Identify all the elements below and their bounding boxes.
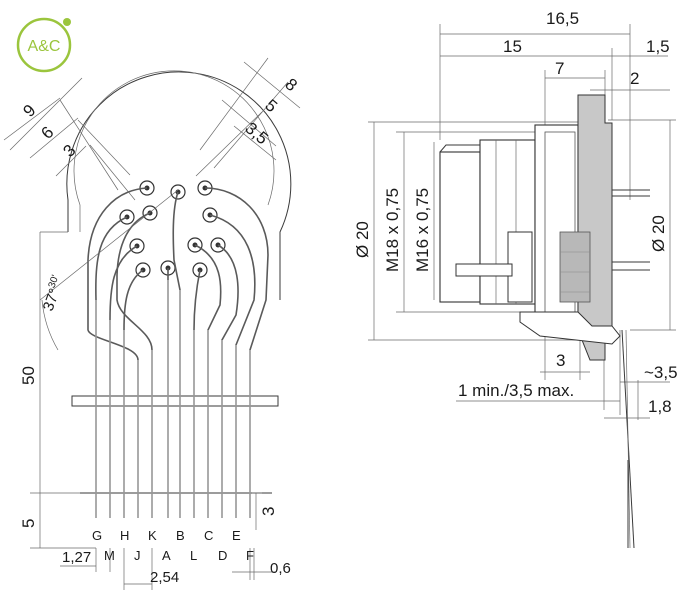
dim-label-9: 9 bbox=[19, 101, 39, 121]
ext-line bbox=[9, 77, 83, 151]
pin-lead bbox=[204, 187, 269, 518]
pin-lead bbox=[172, 191, 181, 518]
logo-ring bbox=[16, 17, 72, 73]
dim-label-127: 1,27 bbox=[62, 549, 91, 566]
dim-label-3: 3 bbox=[59, 141, 79, 161]
dim-label-50: 50 bbox=[19, 366, 38, 385]
pin-lead bbox=[87, 187, 148, 518]
pin-contacts bbox=[119, 180, 226, 278]
front-view: 9 6 3 8 5 3,5 37°30' 50 5 3 1,27 2,54 0,… bbox=[3, 57, 301, 590]
dim-label-7: 7 bbox=[555, 59, 564, 78]
pin-letters-top: G H K B C E bbox=[92, 528, 241, 543]
dim-line-9 bbox=[3, 97, 61, 141]
pin-letter: C bbox=[204, 528, 213, 543]
side-dimension-labels: 16,5 15 1,5 7 2 Ø 20 M18 x 0,75 M16 x 0,… bbox=[353, 9, 678, 416]
dim-label-m16: M16 x 0,75 bbox=[413, 188, 432, 272]
pin-lead bbox=[194, 244, 222, 518]
dim-line-8 bbox=[243, 61, 301, 109]
front-nose bbox=[439, 151, 481, 303]
dim-line-35 bbox=[233, 125, 277, 161]
insulator-hatch bbox=[559, 231, 591, 303]
angle-arc bbox=[41, 299, 59, 351]
ac-logo: A&C bbox=[16, 17, 72, 73]
dim-label-35: 3,5 bbox=[241, 119, 271, 149]
side-view: 16,5 15 1,5 7 2 Ø 20 M18 x 0,75 M16 x 0,… bbox=[353, 9, 678, 549]
dim-label-18: 1,8 bbox=[648, 397, 672, 416]
bottom-nut bbox=[519, 311, 621, 345]
pin-letter: B bbox=[176, 528, 185, 543]
dim-label-5: 5 bbox=[261, 96, 280, 117]
dim-label-2: 2 bbox=[630, 69, 639, 88]
pin-letters-bottom: M J A L D F bbox=[104, 548, 254, 563]
ext-line bbox=[195, 111, 263, 177]
pin-letter: E bbox=[232, 528, 241, 543]
dim-label-3-side: 3 bbox=[556, 351, 565, 370]
pin-lead bbox=[109, 245, 138, 518]
angle-line bbox=[39, 189, 179, 301]
side-body bbox=[439, 94, 650, 549]
dim-line-6 bbox=[29, 117, 79, 159]
dim-label-165: 16,5 bbox=[546, 9, 579, 28]
contact-pin bbox=[455, 263, 513, 277]
ext-line bbox=[59, 99, 119, 191]
ext-line bbox=[199, 57, 269, 151]
pin-letter: J bbox=[134, 548, 141, 563]
dim-label-dia20-right: Ø 20 bbox=[649, 215, 668, 252]
front-dimension-lines bbox=[3, 57, 301, 590]
dim-label-06: 0,6 bbox=[270, 560, 291, 577]
pin-lead bbox=[217, 244, 239, 518]
ext-line bbox=[77, 119, 131, 176]
dim-label-m18: M18 x 0,75 bbox=[383, 188, 402, 272]
dim-label-15: 15 bbox=[503, 37, 522, 56]
pin-letter: A bbox=[162, 548, 171, 563]
dim-label-6: 6 bbox=[37, 123, 57, 143]
angle-label: 37°30' bbox=[39, 274, 68, 314]
pin-letter: L bbox=[190, 548, 197, 563]
dim-label-35-side: ~3,5 bbox=[644, 363, 678, 382]
pin-lead bbox=[95, 216, 128, 518]
dim-label-3-vert: 3 bbox=[259, 507, 278, 516]
logo-dot bbox=[63, 18, 71, 26]
pin-lead bbox=[209, 214, 256, 518]
front-dimension-labels: 9 6 3 8 5 3,5 37°30' 50 5 3 1,27 2,54 0,… bbox=[19, 75, 301, 586]
pin-lead bbox=[123, 269, 144, 518]
pin-letter: D bbox=[218, 548, 227, 563]
pin-letter: H bbox=[120, 528, 129, 543]
connector-inner-outline bbox=[73, 70, 275, 232]
dim-label-dia20-left: Ø 20 bbox=[353, 221, 372, 258]
dim-line-3 bbox=[55, 145, 87, 177]
pin-letter: M bbox=[104, 548, 115, 563]
wire-tail bbox=[625, 329, 631, 549]
pin-letter: G bbox=[92, 528, 102, 543]
pin-leads bbox=[87, 187, 269, 518]
pin-lead bbox=[193, 269, 201, 518]
pin-letter: F bbox=[246, 548, 254, 563]
dim-label-panel: 1 min./3,5 max. bbox=[458, 381, 574, 400]
leads-band bbox=[71, 395, 279, 407]
nose-chamfer bbox=[439, 144, 481, 153]
dim-line-5 bbox=[221, 99, 277, 147]
ext-line bbox=[89, 144, 136, 201]
logo-text: A&C bbox=[28, 38, 61, 55]
dim-label-254: 2,54 bbox=[150, 569, 179, 586]
pin-letter: K bbox=[148, 528, 157, 543]
dim-label-5-vert: 5 bbox=[19, 519, 38, 528]
dim-label-15b: 1,5 bbox=[646, 37, 670, 56]
dim-label-8: 8 bbox=[281, 75, 300, 96]
